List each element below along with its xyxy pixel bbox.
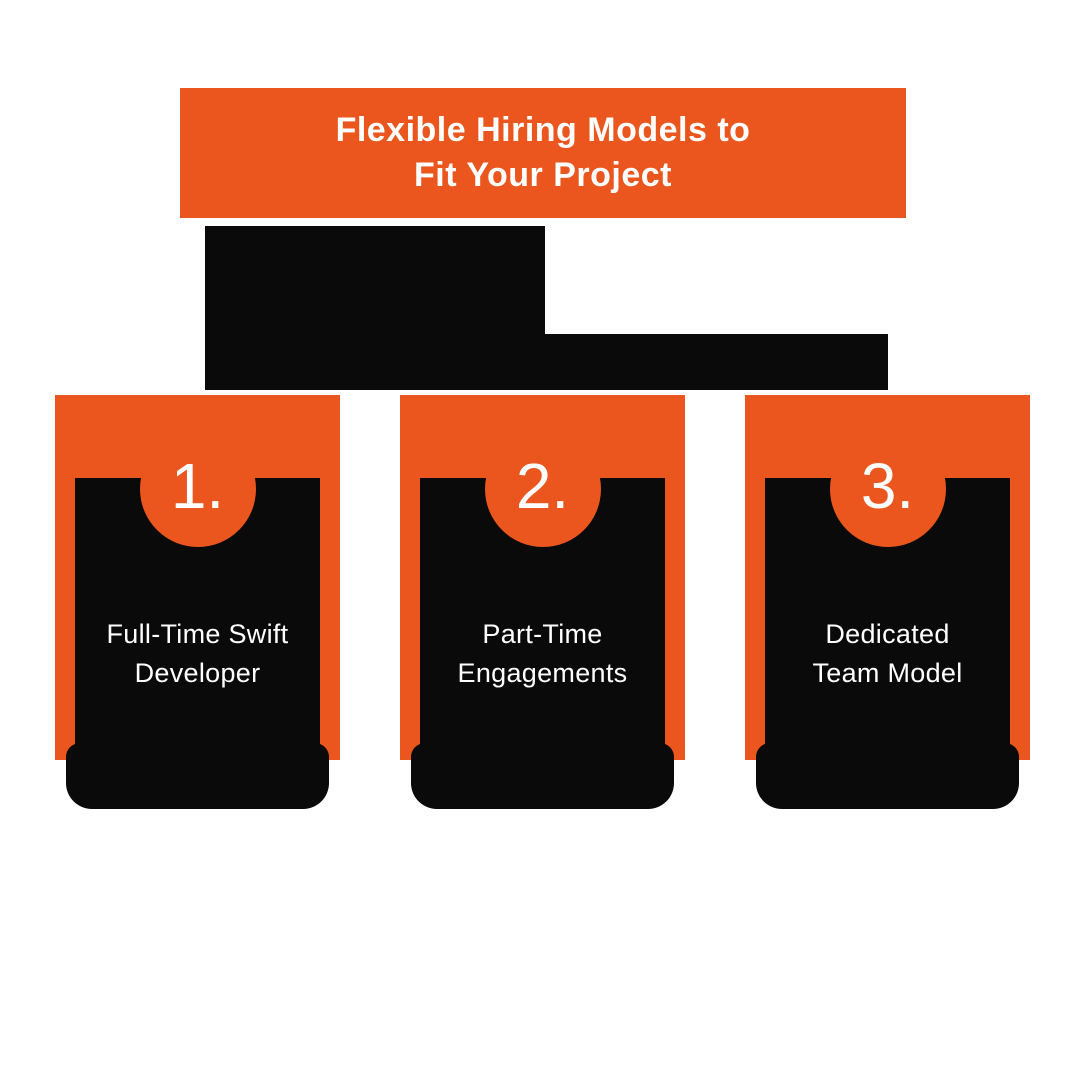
card-label-line2: Engagements xyxy=(457,658,628,688)
card-label-line1: Full-Time Swift xyxy=(106,619,289,649)
card-number-badge: 3. xyxy=(829,431,946,547)
hiring-model-card-1: 1. Full-Time Swift Developer xyxy=(55,395,340,820)
card-label-line2: Team Model xyxy=(812,658,963,688)
card-label-line1: Part-Time xyxy=(482,619,603,649)
card-label: Dedicated Team Model xyxy=(745,615,1030,693)
card-label-line1: Dedicated xyxy=(825,619,950,649)
hiring-model-card-2: 2. Part-Time Engagements xyxy=(400,395,685,820)
card-number-badge: 2. xyxy=(484,431,601,547)
card-number: 3. xyxy=(860,450,915,522)
card-label: Full-Time Swift Developer xyxy=(55,615,340,693)
card-number-badge: 1. xyxy=(139,431,256,547)
card-number: 2. xyxy=(515,450,570,522)
card-label: Part-Time Engagements xyxy=(400,615,685,693)
card-number: 1. xyxy=(170,450,225,522)
hiring-model-card-3: 3. Dedicated Team Model xyxy=(745,395,1030,820)
header-banner: Flexible Hiring Models to Fit Your Proje… xyxy=(180,88,906,218)
black-silhouette-decor-right xyxy=(545,334,888,390)
black-silhouette-decor-left xyxy=(205,226,545,390)
header-title-line1: Flexible Hiring Models to xyxy=(335,111,751,149)
card-label-line2: Developer xyxy=(134,658,261,688)
header-title-line2: Fit Your Project xyxy=(413,156,672,194)
